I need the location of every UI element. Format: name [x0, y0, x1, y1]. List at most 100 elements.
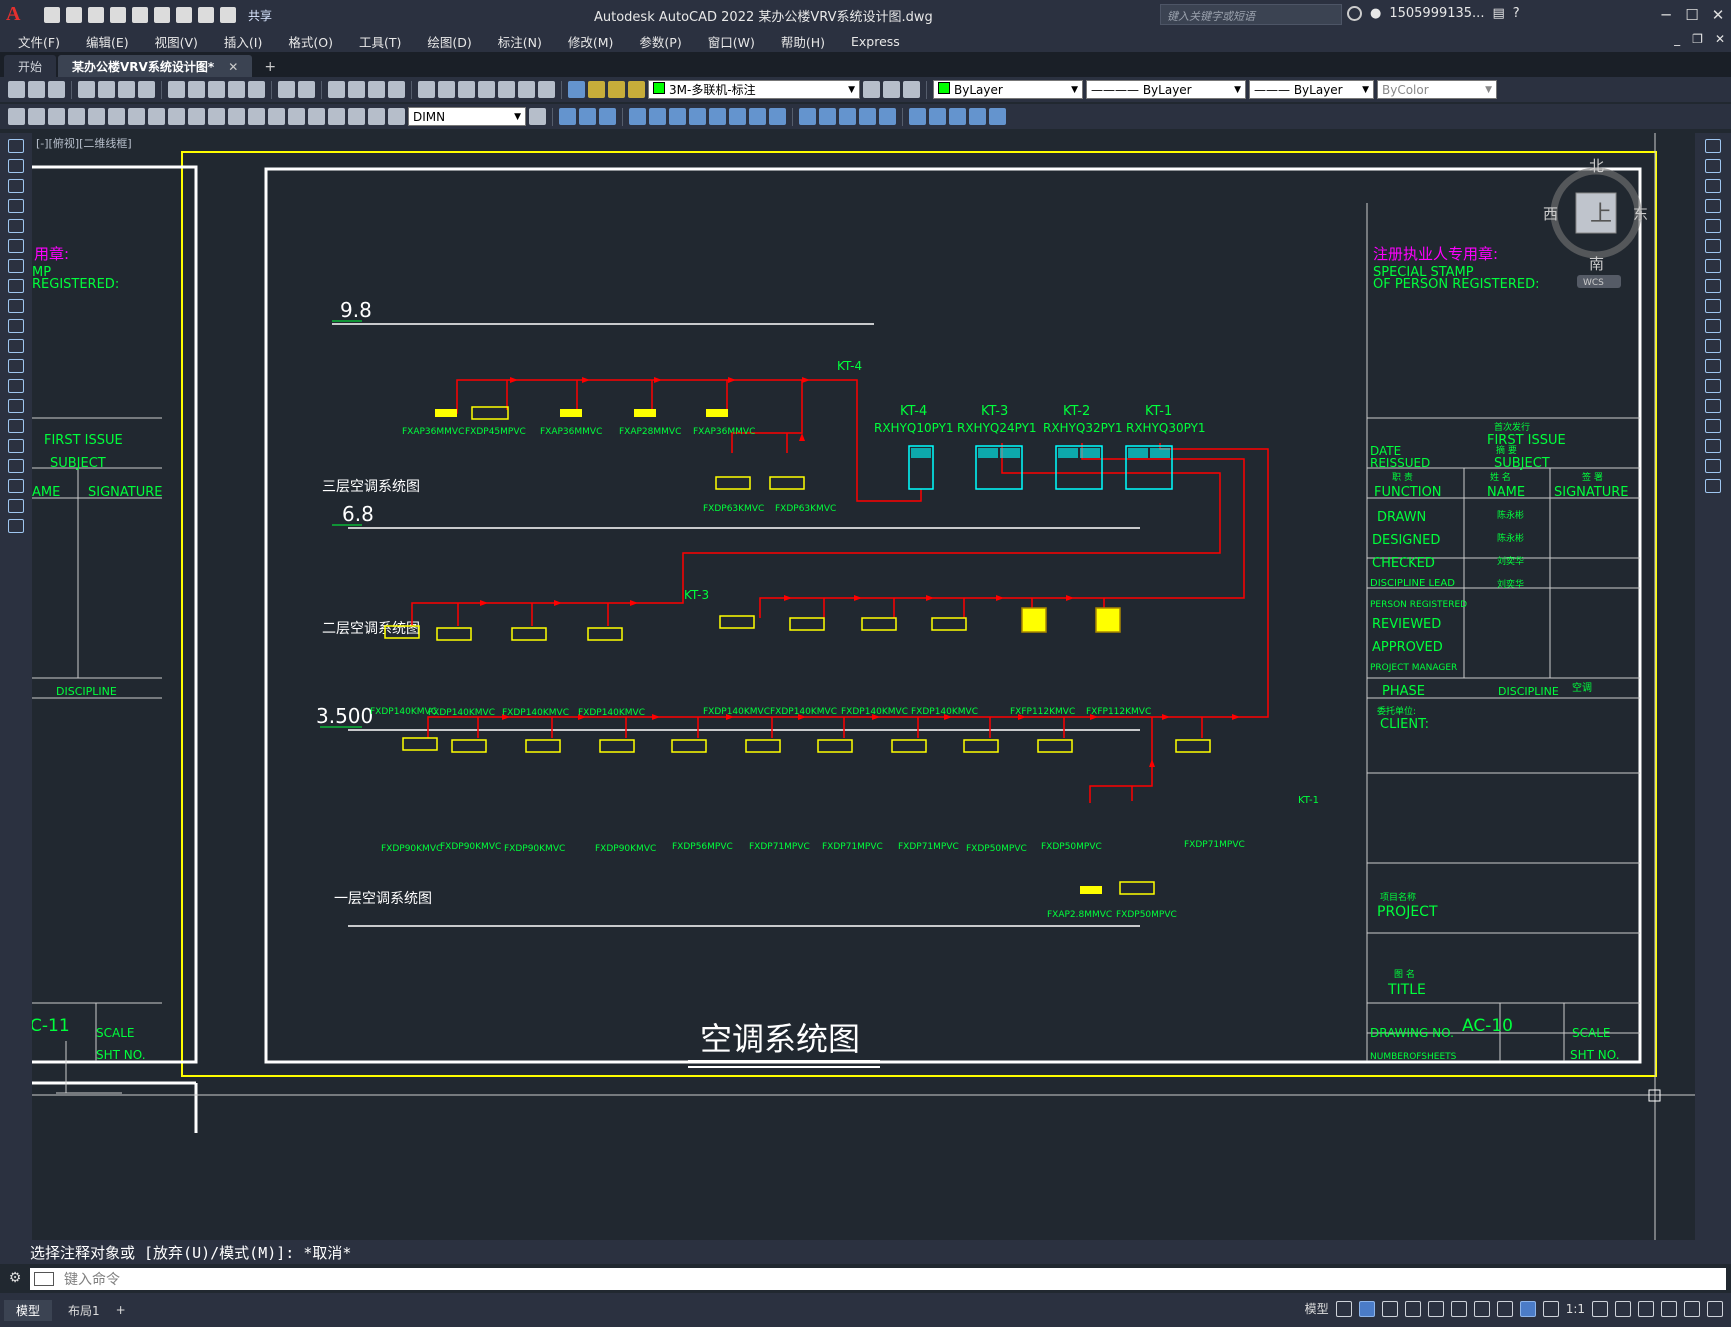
polyline-icon[interactable] [8, 179, 24, 193]
command-input[interactable]: 键入命令 [30, 1268, 1726, 1290]
mirror-icon[interactable] [579, 108, 596, 125]
array-icon[interactable] [859, 108, 876, 125]
doc-close-button[interactable]: ✕ [1714, 32, 1725, 46]
help-icon[interactable]: ? [1512, 6, 1520, 21]
layer-freeze-icon[interactable] [608, 81, 625, 98]
blend-curves-icon[interactable] [1705, 459, 1721, 473]
gradient-icon[interactable] [8, 439, 24, 453]
new-icon[interactable] [8, 81, 25, 98]
copy-icon[interactable] [188, 81, 205, 98]
search-input[interactable]: 键入关键字或短语 [1160, 4, 1342, 25]
object-track-icon[interactable] [1450, 1300, 1467, 1317]
dim-baseline-icon[interactable] [188, 108, 205, 125]
layout-tab-layout1[interactable]: 布局1 [68, 1303, 100, 1318]
image-icon[interactable] [989, 108, 1006, 125]
linetype-dropdown[interactable]: ———— ByLayer▼ [1086, 80, 1246, 99]
table-icon[interactable] [8, 479, 24, 493]
make-block-icon[interactable] [8, 379, 24, 393]
offset-icon[interactable] [1705, 199, 1721, 213]
insert-block-icon[interactable] [909, 108, 926, 125]
viewport-controls[interactable]: [-][俯视][二维线框] [36, 137, 132, 150]
polar-icon[interactable] [1404, 1300, 1421, 1317]
hardware-acceleration-icon[interactable] [1661, 1300, 1677, 1317]
save-to-web-icon[interactable] [154, 7, 170, 23]
save-icon[interactable] [48, 81, 65, 98]
clean-screen-icon[interactable] [1684, 1300, 1700, 1317]
dim-diameter-icon[interactable] [128, 108, 145, 125]
maximize-button[interactable]: ☐ [1685, 6, 1699, 24]
color-dropdown[interactable]: ByLayer▼ [933, 80, 1083, 99]
lineweight-dropdown[interactable]: ——— ByLayer▼ [1249, 80, 1374, 99]
model-space-label[interactable]: 模型 [1304, 1302, 1329, 1316]
circle-icon[interactable] [8, 259, 24, 273]
dim-aligned-icon[interactable] [28, 108, 45, 125]
dim-arc-icon[interactable] [48, 108, 65, 125]
share-button[interactable]: 共享 [248, 8, 273, 23]
new-tab-button[interactable]: + [264, 59, 277, 75]
scale-icon[interactable] [1705, 279, 1721, 293]
paste-icon[interactable] [208, 81, 225, 98]
layer-on-icon[interactable] [588, 81, 605, 98]
array-icon[interactable] [1705, 219, 1721, 233]
chamfer-icon[interactable] [1705, 419, 1721, 433]
doc-minimize-button[interactable]: _ [1674, 32, 1681, 46]
center-mark-icon[interactable] [288, 108, 305, 125]
layout-tab-model[interactable]: 模型 [4, 1299, 53, 1321]
zoom-previous-icon[interactable] [388, 81, 405, 98]
add-selected-icon[interactable] [8, 519, 24, 533]
dim-jogged-icon[interactable] [108, 108, 125, 125]
design-center-icon[interactable] [438, 81, 455, 98]
redo-icon[interactable] [220, 7, 236, 23]
menu-parametric[interactable]: 参数(P) [639, 34, 682, 50]
polygon-icon[interactable] [8, 199, 24, 213]
make-current-layer-icon[interactable] [863, 81, 880, 98]
xref-icon[interactable] [969, 108, 986, 125]
redo-icon[interactable] [298, 81, 315, 98]
markup-icon[interactable] [498, 81, 515, 98]
layer-properties-icon[interactable] [568, 81, 585, 98]
dim-text-edit-icon[interactable] [368, 108, 385, 125]
zoom-realtime-icon[interactable] [348, 81, 365, 98]
line-icon[interactable] [8, 139, 24, 153]
explode-icon[interactable] [839, 108, 856, 125]
layer-lock-icon[interactable] [628, 81, 645, 98]
mirror-icon[interactable] [1705, 179, 1721, 193]
open-icon[interactable] [28, 81, 45, 98]
offset-icon[interactable] [599, 108, 616, 125]
region-icon[interactable] [8, 459, 24, 473]
close-button[interactable]: ✕ [1711, 6, 1725, 24]
save-icon[interactable] [88, 7, 104, 23]
open-from-web-icon[interactable] [132, 7, 148, 23]
annotation-scale-value[interactable]: 1:1 [1565, 1301, 1585, 1316]
menu-dimension[interactable]: 标注(N) [497, 34, 542, 50]
make-block-icon[interactable] [929, 108, 946, 125]
match-properties-icon[interactable] [228, 81, 245, 98]
plot-preview-icon[interactable] [98, 81, 115, 98]
units-icon[interactable] [1638, 1300, 1654, 1317]
chamfer-icon[interactable] [799, 108, 816, 125]
dim-style-icon[interactable] [529, 108, 546, 125]
menu-express[interactable]: Express [850, 33, 900, 49]
annotation-scale-icon[interactable] [1542, 1300, 1559, 1317]
customization-icon[interactable] [1707, 1300, 1723, 1317]
fillet-icon[interactable] [1705, 439, 1721, 453]
stretch-icon[interactable] [689, 108, 706, 125]
autocad-logo-icon[interactable]: A [6, 3, 21, 25]
plot-icon[interactable] [176, 7, 192, 23]
dim-ordinate-icon[interactable] [68, 108, 85, 125]
hatch-icon[interactable] [8, 419, 24, 433]
tool-palettes-icon[interactable] [458, 81, 475, 98]
undo-icon[interactable] [278, 81, 295, 98]
tab-close-icon[interactable]: ✕ [228, 60, 239, 74]
dim-break-icon[interactable] [248, 108, 265, 125]
isodraft-icon[interactable] [1427, 1300, 1444, 1317]
wrench-icon[interactable]: ⚙ [8, 1269, 22, 1286]
sheet-set-icon[interactable] [478, 81, 495, 98]
dim-angular-icon[interactable] [148, 108, 165, 125]
arc-icon[interactable] [8, 239, 24, 253]
inspection-icon[interactable] [308, 108, 325, 125]
menu-help[interactable]: 帮助(H) [780, 34, 825, 50]
jogged-linear-icon[interactable] [328, 108, 345, 125]
cart-icon[interactable]: ▤ [1492, 6, 1505, 21]
layer-state-icon[interactable] [903, 81, 920, 98]
